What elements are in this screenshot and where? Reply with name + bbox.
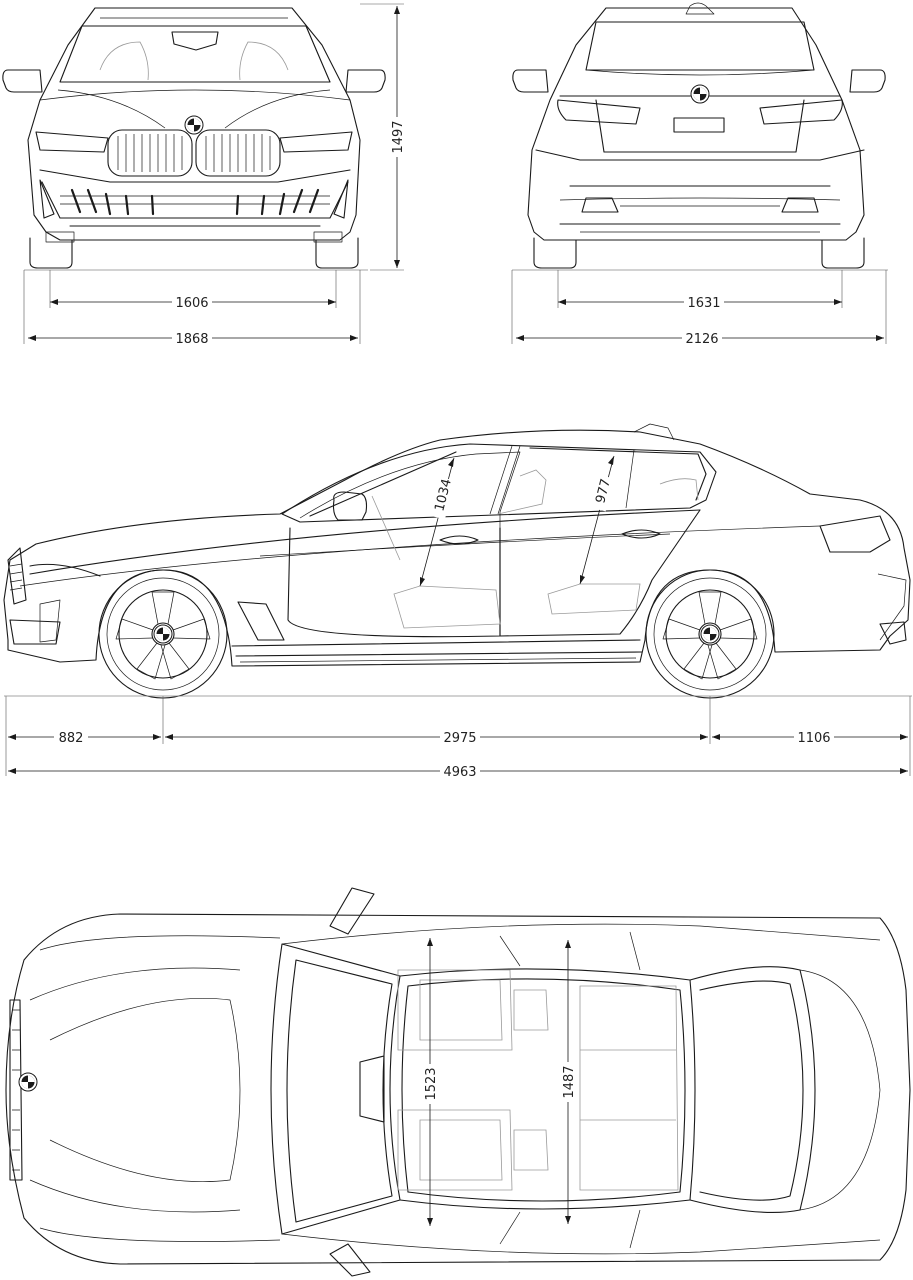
front-view <box>2 7 386 269</box>
rear-view <box>512 2 886 269</box>
front-rear-dimensions <box>23 3 888 344</box>
front-width-label: 1868 <box>175 332 208 347</box>
dimension-labels: 1606 1868 1497 1631 2126 1034 977 882 29… <box>54 117 834 1104</box>
mirror-width-label: 2126 <box>685 332 718 347</box>
length-label: 4963 <box>443 765 476 780</box>
front-track-label: 1606 <box>175 296 208 311</box>
front-shoulder-label: 1523 <box>424 1067 439 1100</box>
top-view <box>5 887 911 1277</box>
wheelbase-label: 2975 <box>443 731 476 746</box>
rear-shoulder-label: 1487 <box>562 1065 577 1098</box>
front-headroom-label: 1034 <box>432 477 455 513</box>
rear-overhang-label: 1106 <box>797 731 830 746</box>
rear-headroom-label: 977 <box>593 477 614 505</box>
side-view <box>3 423 911 699</box>
rear-track-label: 1631 <box>687 296 720 311</box>
height-label: 1497 <box>391 120 406 153</box>
front-overhang-label: 882 <box>59 731 84 746</box>
